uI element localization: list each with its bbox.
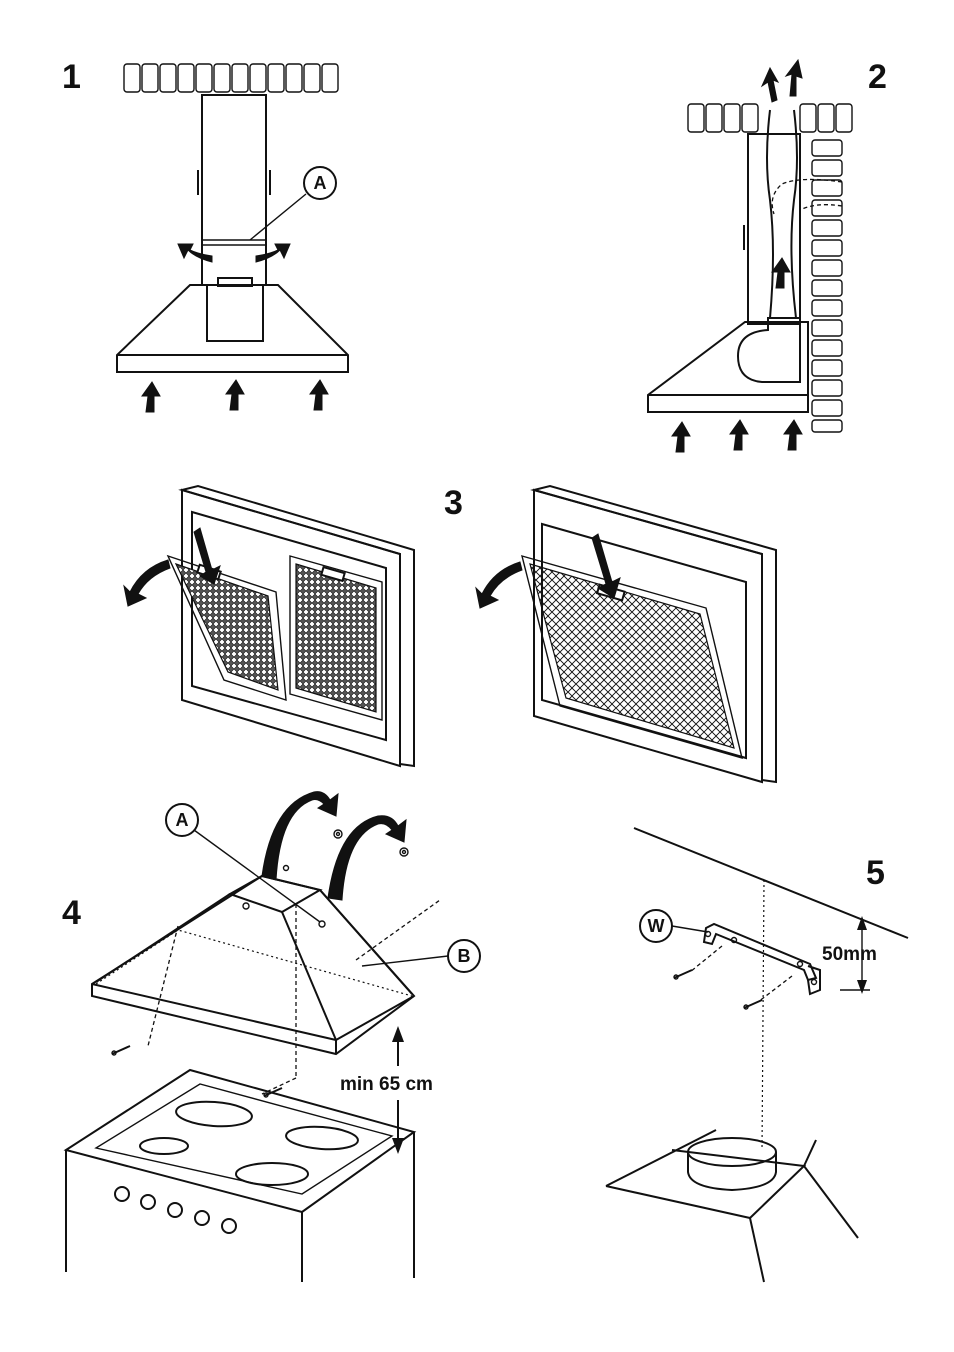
airflow-arrows [672,60,802,452]
figure-4: 4 [62,792,480,1282]
offset-label: 50mm [822,944,877,965]
cooking-surface [606,1130,858,1282]
hood-canopy [117,278,348,372]
callout-label: A [176,810,189,830]
callout-a: A [250,167,336,240]
figure-number: 5 [866,854,885,892]
callout-label: B [458,946,471,966]
hood-body [92,866,414,1055]
min-height-label: min 65 cm [340,1074,433,1095]
figure-5: 5 W 50mm [606,828,908,1282]
figure-number: 1 [62,58,81,96]
figure-number: 4 [62,894,81,932]
center-line [762,880,764,1150]
screw-removal-arrows [262,792,408,900]
hood-underside-one-filter [522,486,776,782]
callout-w: W [640,910,708,942]
mounting-bracket [704,924,820,994]
figure-number: 2 [868,58,887,96]
callout-label: A [314,173,327,193]
hood-chimney [744,110,842,324]
offset-dimension: 50mm [822,916,877,994]
bracket-screws [674,946,792,1009]
hood-canopy [648,318,808,412]
hood-underside-two-filters [168,486,414,766]
ceiling-bricks [124,64,338,92]
airflow-arrows [142,244,328,412]
wall-bricks [812,140,842,432]
callout-label: W [648,916,665,936]
cooker [66,1070,414,1282]
figure-1: 1 [62,58,348,412]
figure-2: 2 [648,58,887,452]
figure-3: 3 [124,484,776,782]
figure-number: 3 [444,484,463,522]
